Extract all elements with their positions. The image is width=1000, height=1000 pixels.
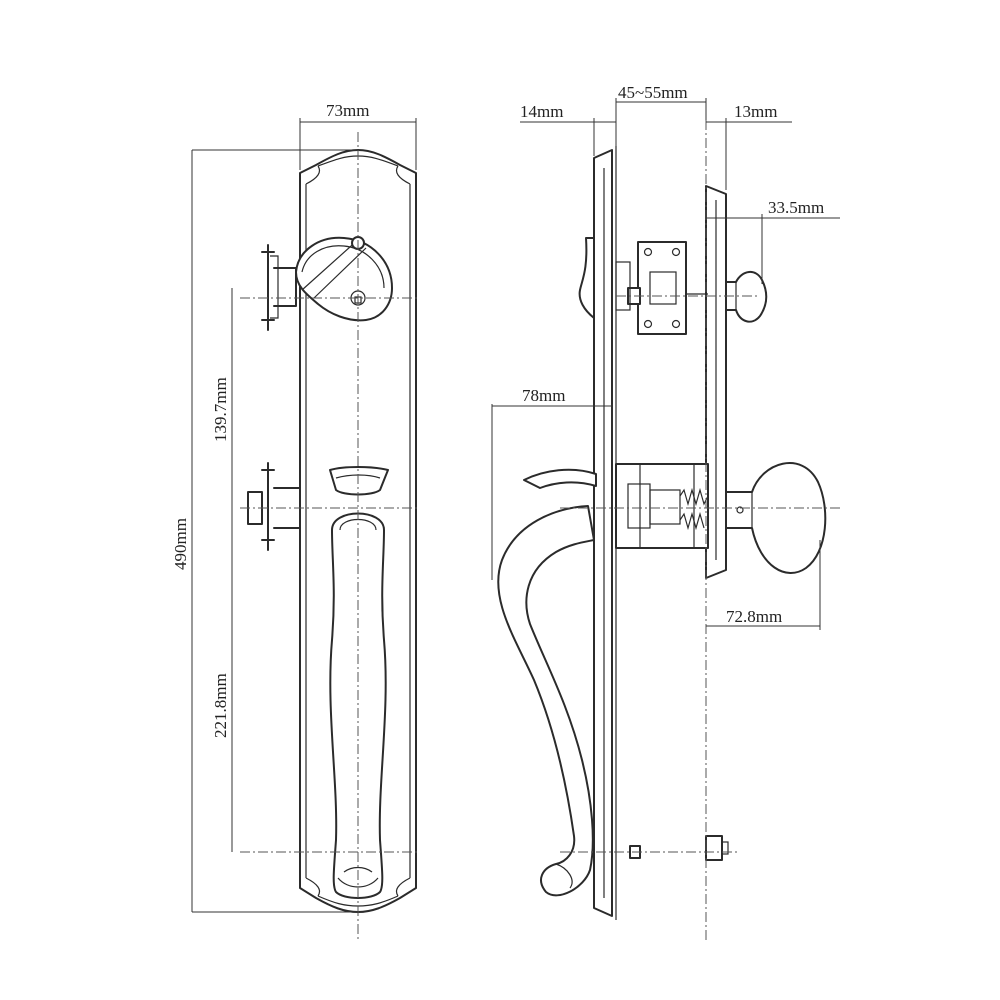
dim-plate-width: 73mm xyxy=(326,101,369,120)
escutcheon-plate xyxy=(299,149,417,913)
outer-plate-side xyxy=(593,149,613,917)
grip-handle xyxy=(329,512,387,899)
deadbolt-chassis xyxy=(615,241,708,335)
dim-handle-projection: 78mm xyxy=(522,386,565,405)
latch-chassis xyxy=(615,463,709,549)
dim-knob-depth: 33.5mm xyxy=(768,198,824,217)
dim-grip-length: 221.8mm xyxy=(211,673,230,738)
front-dimensions xyxy=(191,118,417,913)
dim-outer-depth: 14mm xyxy=(520,102,563,121)
dim-total-height: 490mm xyxy=(171,518,190,570)
handle-side xyxy=(497,505,595,897)
front-latch xyxy=(247,462,301,551)
side-view xyxy=(497,120,840,940)
deadbolt-knob xyxy=(725,271,768,323)
inside-knob xyxy=(725,462,827,574)
dim-inner-depth: 13mm xyxy=(734,102,777,121)
front-view xyxy=(240,132,420,940)
dim-door-thickness: 45~55mm xyxy=(618,83,688,102)
deadbolt-cylinder xyxy=(261,236,393,331)
thumbpiece xyxy=(329,466,389,496)
dim-center-to-center: 139.7mm xyxy=(211,377,230,442)
side-dimensions xyxy=(491,98,840,630)
dim-inside-knob-projection: 72.8mm xyxy=(726,607,782,626)
